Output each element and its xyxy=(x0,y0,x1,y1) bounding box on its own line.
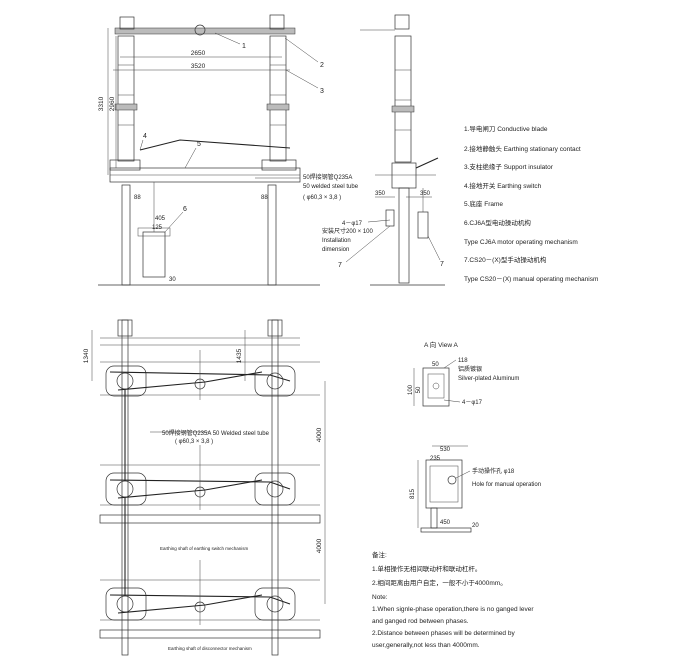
dim-1435: 1435 xyxy=(236,348,243,363)
callout-7-left: 7 xyxy=(338,262,342,269)
note-2-en-a: 2.Distance between phases will be determ… xyxy=(372,630,515,637)
motor-mechanism-box xyxy=(142,231,166,278)
callout-4: 4 xyxy=(143,133,147,140)
dim-235: 235 xyxy=(430,456,441,462)
dim-30: 30 xyxy=(169,277,176,283)
dim-4000-lower: 4000 xyxy=(316,538,323,553)
side-view: 350 350 4－φ17 安装尺寸200 × 100 Installation… xyxy=(322,14,445,286)
hole-note-cn: 手动操作孔 φ18 xyxy=(472,467,515,475)
silver-note-en: Silver-plated Aluminum xyxy=(458,376,519,382)
dim-3310: 3310 xyxy=(98,96,105,111)
manual-mechanism-detail: 530 235 815 450 20 手动操作孔 φ18 Hole for ma… xyxy=(410,445,541,533)
dim-4phi17: 4－φ17 xyxy=(342,221,363,227)
blade-hinge xyxy=(194,24,206,36)
left-support-post xyxy=(121,184,131,286)
earthing-switch-arm xyxy=(139,139,291,151)
left-contact-head xyxy=(119,16,135,30)
dim-4000-upper: 4000 xyxy=(316,427,323,442)
note-1-en-a: 1.When signle-phase operation,there is n… xyxy=(372,606,534,613)
dim-530: 530 xyxy=(440,447,451,453)
silver-note-cn: 铝质镀银 xyxy=(458,365,482,373)
note-1-cn: 1.单相操作无相间联动杆和联动杠杆。 xyxy=(372,564,481,573)
install-note-en2: dimension xyxy=(322,247,349,253)
tube-note-en: 50 welded steel tube xyxy=(303,184,359,190)
legend-7-en: Type CS20－(X) manual operating mechanism xyxy=(464,276,598,283)
callout-6: 6 xyxy=(183,206,187,213)
hole-note-en: Hole for manual operation xyxy=(472,482,541,488)
dim-2650: 2650 xyxy=(191,50,206,57)
view-a-title: A 向 View A xyxy=(424,340,459,349)
dim-815: 815 xyxy=(410,488,416,499)
shaft-note-earthing: Earthing shaft of earthing switch mechan… xyxy=(160,546,249,551)
legend: 1.导电闸刀 Conductive blade 2.接地静触头 Earthing… xyxy=(464,124,598,283)
dim-405: 405 xyxy=(155,216,166,222)
note-1-en-b: and ganged rod between phases. xyxy=(372,618,469,625)
view-a: A 向 View A 100 50 50 118 铝质镀银 Silver-pla… xyxy=(408,340,519,407)
callout-3: 3 xyxy=(320,88,324,95)
phase-1-assembly xyxy=(100,350,320,400)
dim-50-v: 50 xyxy=(416,386,422,393)
dim-50-h: 50 xyxy=(432,362,439,368)
dim-3520: 3520 xyxy=(191,63,206,70)
right-insulator xyxy=(266,35,290,162)
dim-88-left: 88 xyxy=(134,195,141,201)
legend-6-en: Type CJ6A motor operating mechanism xyxy=(464,239,578,246)
tube-note-dia: ( φ60,3 × 3,8 ) xyxy=(303,195,341,201)
legend-7: 7.CS20－(X)型手动操动机构 xyxy=(464,255,547,264)
manual-operation-hole xyxy=(447,475,457,485)
shaft-note-disconnector: Earthing shaft of disconnector mechanism xyxy=(168,646,252,651)
install-note-cn: 安装尺寸200 × 100 xyxy=(322,227,374,235)
plan-tube-dia: ( φ60,3 × 3,8 ) xyxy=(175,439,213,445)
dim-118: 118 xyxy=(458,358,468,364)
legend-6: 6.CJ6A型电动操动机构 xyxy=(464,218,531,227)
dim-20: 20 xyxy=(472,523,479,529)
note-header-cn: 备注: xyxy=(372,550,387,559)
dim-450: 450 xyxy=(440,520,451,526)
dim-1340: 1340 xyxy=(83,348,90,363)
callout-2: 2 xyxy=(320,62,324,69)
manual-mechanism-box xyxy=(417,211,429,239)
dim-125: 125 xyxy=(152,225,163,231)
legend-5: 5.底座 Frame xyxy=(464,199,503,208)
legend-4: 4.接地开关 Earthing switch xyxy=(464,181,542,190)
right-contact-head xyxy=(269,14,285,30)
dim-88-right: 88 xyxy=(261,195,268,201)
side-post xyxy=(398,187,410,284)
dim-350-right: 350 xyxy=(420,191,431,197)
mechanism-housing xyxy=(425,459,463,509)
left-insulator xyxy=(114,35,138,162)
phase-3-assembly xyxy=(99,560,321,639)
plan-view: 1340 1435 4000 4000 50焊接钢管Q235A 50 Welde… xyxy=(83,319,326,656)
view-a-plate xyxy=(422,367,450,407)
legend-1: 1.导电闸刀 Conductive blade xyxy=(464,124,548,133)
install-note-en1: Installation xyxy=(322,238,351,244)
notes: 备注: 1.单相操作无相间联动杆和联动杠杆。 2.相间距离由用户自定，一般不小于… xyxy=(372,550,534,649)
view-a-4phi17: 4－φ17 xyxy=(462,400,483,406)
phase-2-assembly xyxy=(99,445,321,524)
legend-3: 3.支柱绝缘子 Support insulator xyxy=(464,162,554,171)
note-header-en: Note: xyxy=(372,594,388,601)
side-base xyxy=(391,162,417,189)
front-elevation: 2650 3520 3310 2960 88 88 405 125 30 1 2… xyxy=(98,14,359,286)
right-support-post xyxy=(267,184,277,286)
callout-7-right: 7 xyxy=(440,261,444,268)
dim-350-left: 350 xyxy=(375,191,386,197)
dim-100: 100 xyxy=(408,384,414,395)
dim-2960: 2960 xyxy=(109,96,116,111)
callout-1: 1 xyxy=(242,43,246,50)
callout-5: 5 xyxy=(197,141,201,148)
legend-2: 2.接地静触头 Earthing stationary contact xyxy=(464,144,581,153)
plan-tube-note: 50焊接钢管Q235A 50 Welded steel tube xyxy=(162,429,270,437)
note-2-cn: 2.相间距离由用户自定，一般不小于4000mm。 xyxy=(372,578,507,587)
note-2-en-b: user,generally,not less than 4000mm. xyxy=(372,642,480,649)
side-insulator xyxy=(394,35,412,163)
tube-note-cn: 50焊接钢管Q235A xyxy=(303,173,352,181)
